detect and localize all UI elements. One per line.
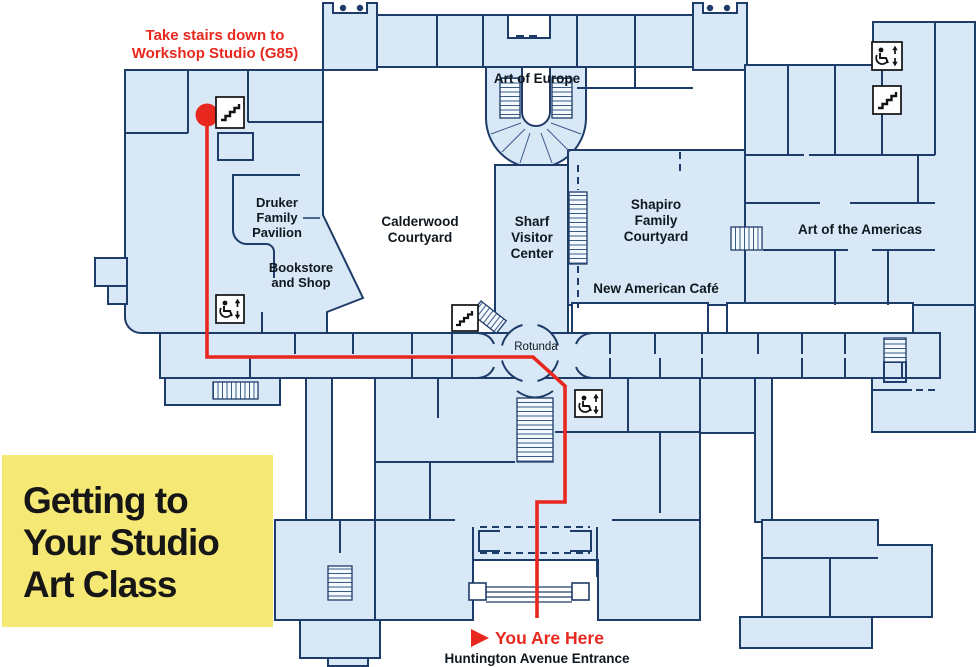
west-annex-a: [94, 257, 128, 287]
interior-walls: [125, 15, 936, 617]
label-calderwood-2: Courtyard: [388, 230, 453, 245]
shapiro-courtyard-block: [567, 149, 746, 306]
grand-staircase: [490, 77, 582, 164]
title-line-2: Your Studio: [23, 522, 219, 563]
title-line-3: Art Class: [23, 564, 177, 605]
staircase-hatches: [212, 191, 907, 601]
label-bookstore-1: Bookstore: [269, 260, 333, 275]
north-notch: [507, 14, 551, 39]
staircase-hatch: [730, 226, 763, 251]
label-druker-1: Druker: [256, 195, 298, 210]
elevator-icon: [574, 389, 603, 418]
north-tower-left: [322, 2, 378, 71]
label-sharf-3: Center: [511, 246, 555, 261]
open-areas: [507, 14, 914, 334]
southeast-connector: [754, 377, 773, 523]
elevator-icon: [871, 41, 903, 71]
staircase-hatch: [212, 381, 259, 400]
cafe-terrace-west: [571, 302, 709, 334]
label-art-of-europe: Art of Europe: [494, 71, 581, 86]
label-sharf-2: Visitor: [511, 230, 554, 245]
label-shapiro-3: Courtyard: [624, 229, 689, 244]
label-rotunda: Rotunda: [514, 341, 558, 353]
you-are-here-arrow-icon: [471, 629, 489, 647]
column-dots: [339, 4, 731, 12]
cafe-terrace-east: [726, 302, 914, 334]
label-shapiro-1: Shapiro: [631, 197, 681, 212]
southeast-rooms: [699, 377, 761, 434]
staircase-hatch: [516, 397, 554, 463]
staircase-hatch: [327, 565, 353, 601]
west-annex-b: [107, 285, 128, 305]
stairs-icon: [872, 85, 902, 115]
southwest-block-stub: [327, 657, 369, 667]
north-tower-right: [692, 2, 748, 71]
label-druker-2: Family: [256, 210, 298, 225]
route-start-marker: [195, 103, 219, 127]
route-start-note-line1: Take stairs down to: [146, 27, 285, 44]
title-line-1: Getting to: [23, 480, 188, 521]
americas-wing: [744, 21, 976, 306]
title-card: Getting to Your Studio Art Class: [2, 455, 273, 627]
west-wing: [124, 69, 365, 334]
label-new-american-cafe: New American Café: [593, 281, 719, 296]
building-shapes: [94, 2, 976, 667]
elevator-icon: [215, 294, 245, 324]
label-art-of-the-americas: Art of the Americas: [798, 222, 922, 237]
south-band-left: [274, 519, 376, 621]
staircase-hatch: [568, 191, 588, 265]
southeast-block: [761, 519, 933, 618]
southeast-strip: [739, 616, 873, 649]
you-are-here: You Are Here: [471, 628, 604, 648]
entrance-steps: [468, 582, 590, 603]
label-calderwood-1: Calderwood: [381, 214, 458, 229]
stairs-icon: [215, 96, 245, 129]
entrance-label: Huntington Avenue Entrance: [444, 651, 629, 666]
route: [195, 103, 567, 618]
label-bookstore-2: and Shop: [271, 275, 330, 290]
sharf-visitor-center-block: [494, 164, 569, 334]
label-sharf-1: Sharf: [515, 214, 550, 229]
you-are-here-label: You Are Here: [495, 628, 604, 648]
label-shapiro-2: Family: [635, 213, 678, 228]
label-druker-3: Pavilion: [252, 225, 302, 240]
route-start-note-line2: Workshop Studio (G85): [132, 45, 298, 62]
title-card-background: [2, 455, 273, 627]
stairs-icon: [451, 304, 479, 332]
door-openings: [124, 152, 940, 554]
grand-staircase-island: [521, 66, 551, 127]
route-line: [205, 121, 567, 618]
staircase-hatch: [883, 337, 907, 363]
